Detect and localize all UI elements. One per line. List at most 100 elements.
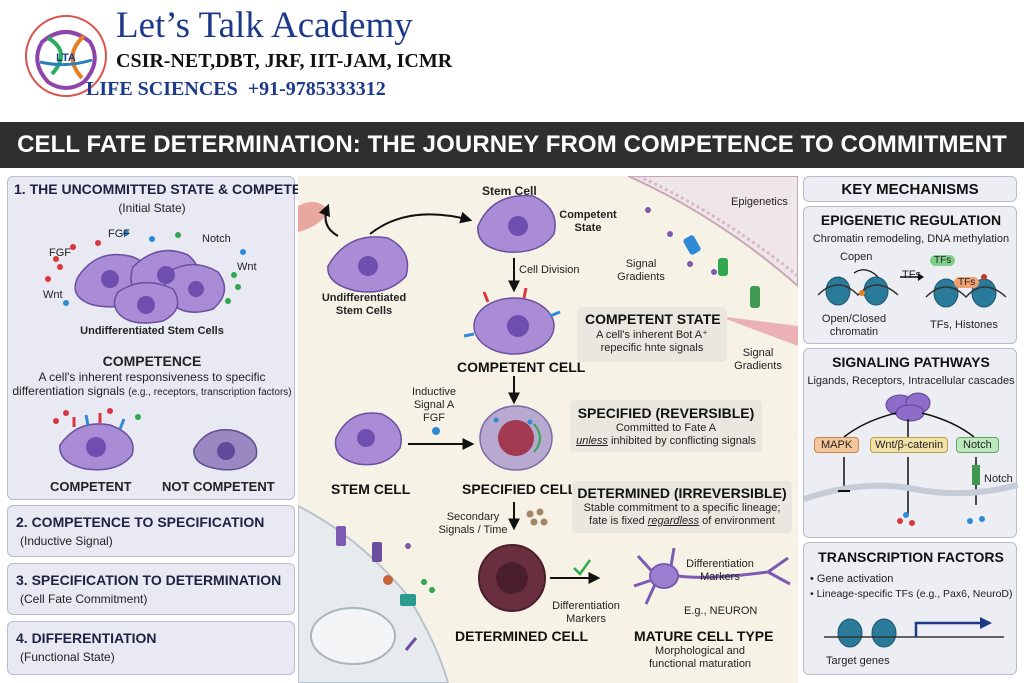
competent-cell-label: COMPETENT CELL [457,359,586,375]
tfs-badge-a: TFs [930,255,956,266]
secondary-line2: Signals / Time [438,524,508,536]
target-gene-illustration [824,617,1004,648]
academy-logo: LTA [25,15,107,97]
diff-markers-label-b: Differentiation Markers [546,600,626,626]
signaling-title: SIGNALING PATHWAYS [832,354,990,370]
not-competent-label: NOT COMPETENT [162,479,275,494]
undiff-label-line2: Stem Cells [335,305,393,317]
key-mechanisms-title: KEY MECHANISMS [841,181,979,198]
wnt-node: Wnt/β-catenin [870,437,949,453]
epigenetic-subtitle: Chromatin remodeling, DNA methylation [812,233,1010,245]
brand-title: Let’s Talk Academy [116,5,413,46]
determined-title: DETERMINED (IRREVERSIBLE) [577,485,787,501]
specified-line1: Committed to Fate A [615,422,717,434]
brand-exams: CSIR-NET,DBT, JRF, IIT-JAM, ICMR [116,50,453,72]
section-differentiation: 4. DIFFERENTIATION (Functional State) [7,621,295,675]
diff-markers-b-line1: Differentiation [552,600,620,612]
key-mechanisms-header: KEY MECHANISMS [803,176,1017,202]
title-banner: CELL FATE DETERMINATION: THE JOURNEY FRO… [0,122,1024,168]
signal-gradients-2-line1: Signal [742,347,774,359]
specified-title: SPECIFIED (REVERSIBLE) [577,405,755,421]
histones-caption: TFs, Histones [930,319,998,331]
determined-cell-label: DETERMINED CELL [455,628,588,644]
cell-division-label: Cell Division [519,264,580,276]
competent-state-line1: A cell's inherent Bot A⁺ [596,329,708,341]
specified-cell-label: SPECIFIED CELL [462,481,577,497]
stem-cells-caption: Undifferentiated Stem Cells [80,325,224,337]
transcription-factors-panel: TRANSCRIPTION FACTORS • Gene activation … [803,542,1017,675]
notch-node: Notch [956,437,999,453]
inductive-signal-label: Inductive Signal A FGF [404,386,464,425]
undiff-label: Undifferentiated Stem Cells [318,292,410,318]
banner-title: CELL FATE DETERMINATION: THE JOURNEY FRO… [17,131,1007,158]
mature-line1: Morphological and [655,645,745,657]
determined-box: DETERMINED (IRREVERSIBLE) Stable commitm… [572,481,792,533]
diff-markers-label-a: Differentiation Markers [680,558,760,584]
signal-gradients-2-line2: Gradients [734,360,782,372]
signal-gradients-1-line1: Signal [625,258,657,270]
chromatin-caption-line2: chromatin [829,326,879,338]
copen-label: Copen [840,251,873,263]
specified-box: SPECIFIED (REVERSIBLE) Committed to Fate… [570,400,762,452]
signaling-illustration [804,392,1018,526]
competent-state-small-label: Competent State [558,209,618,235]
section-specification-to-determination: 3. SPECIFICATION TO DETERMINATION (Cell … [7,563,295,615]
not-competent-cell-illustration [193,429,258,471]
specified-text: Committed to Fate A unless inhibited by … [570,422,762,448]
tfs-badge-b: TFs [954,277,980,288]
competence-description: A cell's inherent responsiveness to spec… [8,370,296,400]
signal-gradients-label-1: Signal Gradients [616,258,666,284]
diff-markers-b-line2: Markers [566,613,606,625]
specified-line2-rest: inhibited by conflicting signals [607,435,756,447]
tfs-arrow-label: TFs [902,269,921,281]
logo-text: LTA [56,52,76,64]
specified-unless: unless [576,435,608,447]
competence-title: COMPETENCE [102,353,202,369]
determined-line2b: of environment [699,515,775,527]
competence-text-line1: A cell's inherent responsiveness to spec… [38,370,266,384]
competence-text-line2b: (e.g., receptors, transcription factors) [128,387,292,398]
stem-cell-label: STEM CELL [331,481,411,497]
tf-bullet-2: • Lineage-specific TFs (e.g., Pax6, Neur… [810,588,1013,600]
section4-title: 4. DIFFERENTIATION [16,630,157,646]
signaling-subtitle: Ligands, Receptors, Intracellular cascad… [807,375,1015,387]
determined-text: Stable commitment to a specific lineage;… [572,502,792,528]
competent-state-title: COMPETENT STATE [585,311,721,327]
mapk-node: MAPK [814,437,860,453]
signal-gradients-1-line2: Gradients [617,271,665,283]
chromatin-caption: Open/Closed chromatin [808,313,900,339]
inductive-line3: FGF [423,412,445,424]
determined-line2a: fate is fixed [589,515,648,527]
signal-label-notch: Notch [202,233,231,245]
section4-subtitle: (Functional State) [20,650,115,664]
center-flow-illustration [298,176,798,683]
specified-line2: unless inhibited by conflicting signals [570,435,762,448]
competence-text-line2a: differentiation signals [12,384,125,398]
chromatin-caption-line1: Open/Closed [821,313,887,325]
section3-subtitle: (Cell Fate Commitment) [20,592,148,606]
competent-state-box: COMPETENT STATE A cell's inherent Bot A⁺… [577,307,727,362]
mature-cell-text: Morphological and functional maturation [636,645,764,671]
brand-contact: LIFE SCIENCES +91-9785333312 [86,78,386,100]
signal-label-wnt-2: Wnt [43,289,63,301]
neuron-label: E.g., NEURON [684,605,758,617]
determined-regardless: regardless [647,515,700,527]
diff-markers-a-line1: Differentiation [686,558,754,570]
section-uncommitted-state: 1. THE UNCOMMITTED STATE & COMPETENCE (I… [7,176,331,500]
diff-markers-a-line2: Markers [700,571,740,583]
tf-title: TRANSCRIPTION FACTORS [818,549,1004,565]
inductive-line1: Inductive [411,386,457,398]
competent-state-line2: repecific hnte signals [600,342,704,354]
mature-cell-title: MATURE CELL TYPE [634,628,774,644]
inductive-line2: Signal A [413,399,455,411]
signaling-pathways-panel: SIGNALING PATHWAYS Ligands, Receptors, I… [803,348,1018,538]
tf-bullet-1: • Gene activation [810,573,894,585]
chromatin-illustration [817,269,1007,308]
competence-text-line2: differentiation signals (e.g., receptors… [8,384,296,400]
competent-label: COMPETENT [50,479,132,494]
section2-subtitle: (Inductive Signal) [20,534,113,548]
competent-state-text: A cell's inherent Bot A⁺ repecific hnte … [577,329,727,355]
stem-cell-top-label: Stem Cell [482,184,537,198]
section1-subtitle: (Initial State) [118,201,186,215]
signal-label-fgf-2: FGF [108,228,130,240]
